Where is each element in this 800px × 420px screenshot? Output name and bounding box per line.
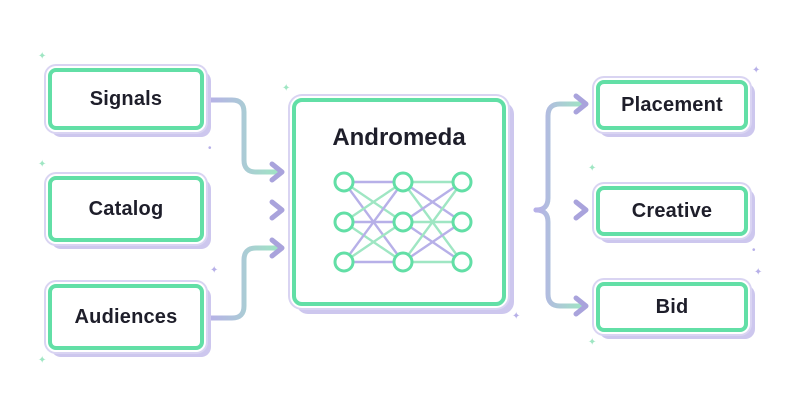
sparkle-icon: ✦ [512, 311, 521, 322]
arrowhead-audiences [269, 237, 285, 259]
sparkle-icon: ✦ [752, 65, 761, 76]
arrowhead-placement [573, 93, 589, 115]
input-box-catalog: Catalog [48, 176, 204, 242]
connector-to-placement [533, 101, 587, 213]
sparkle-icon: ✦ [588, 337, 597, 348]
sparkle-icon: ✦ [210, 265, 219, 276]
network-edge [402, 181, 463, 263]
sparkle-icon: ✦ [588, 163, 597, 174]
input-label-catalog: Catalog [88, 197, 164, 220]
arrowhead-signals [269, 161, 285, 183]
arrowhead-bid [573, 295, 589, 317]
connector-to-bid [533, 207, 587, 309]
network-edge [343, 181, 404, 263]
network-edge [343, 221, 404, 263]
network-node [333, 211, 355, 233]
network-node [333, 251, 355, 273]
output-label-placement: Placement [621, 93, 723, 116]
network-node [451, 211, 473, 233]
output-label-creative: Creative [631, 199, 713, 222]
network-node [392, 211, 414, 233]
arrowhead-catalog [269, 199, 285, 221]
sparkle-icon: • [208, 143, 212, 154]
output-box-creative: Creative [596, 186, 748, 236]
network-node [451, 171, 473, 193]
sparkle-icon: ✦ [38, 355, 47, 366]
output-box-bid: Bid [596, 282, 748, 332]
input-box-audiences: Audiences [48, 284, 204, 350]
neural-network-icon [333, 171, 473, 273]
connector-signals-to-andromeda [205, 97, 283, 175]
network-edge [343, 181, 404, 223]
network-edge [402, 181, 463, 223]
andromeda-box: Andromeda [292, 98, 506, 306]
input-box-signals: Signals [48, 68, 204, 130]
network-node [392, 251, 414, 273]
network-node [392, 171, 414, 193]
input-label-audiences: Audiences [74, 305, 178, 328]
sparkle-icon: • [752, 245, 756, 256]
connector-audiences-to-andromeda [205, 245, 283, 321]
sparkle-icon: ✦ [38, 51, 47, 62]
arrowhead-creative [573, 199, 589, 221]
andromeda-title: Andromeda [332, 124, 466, 151]
sparkle-icon: ✦ [38, 159, 47, 170]
sparkle-icon: ✦ [282, 83, 291, 94]
output-box-placement: Placement [596, 80, 748, 130]
network-node [451, 251, 473, 273]
input-label-signals: Signals [89, 87, 163, 110]
network-node [333, 171, 355, 193]
network-edge [402, 221, 463, 263]
output-label-bid: Bid [655, 295, 689, 318]
sparkle-icon: ✦ [754, 267, 763, 278]
